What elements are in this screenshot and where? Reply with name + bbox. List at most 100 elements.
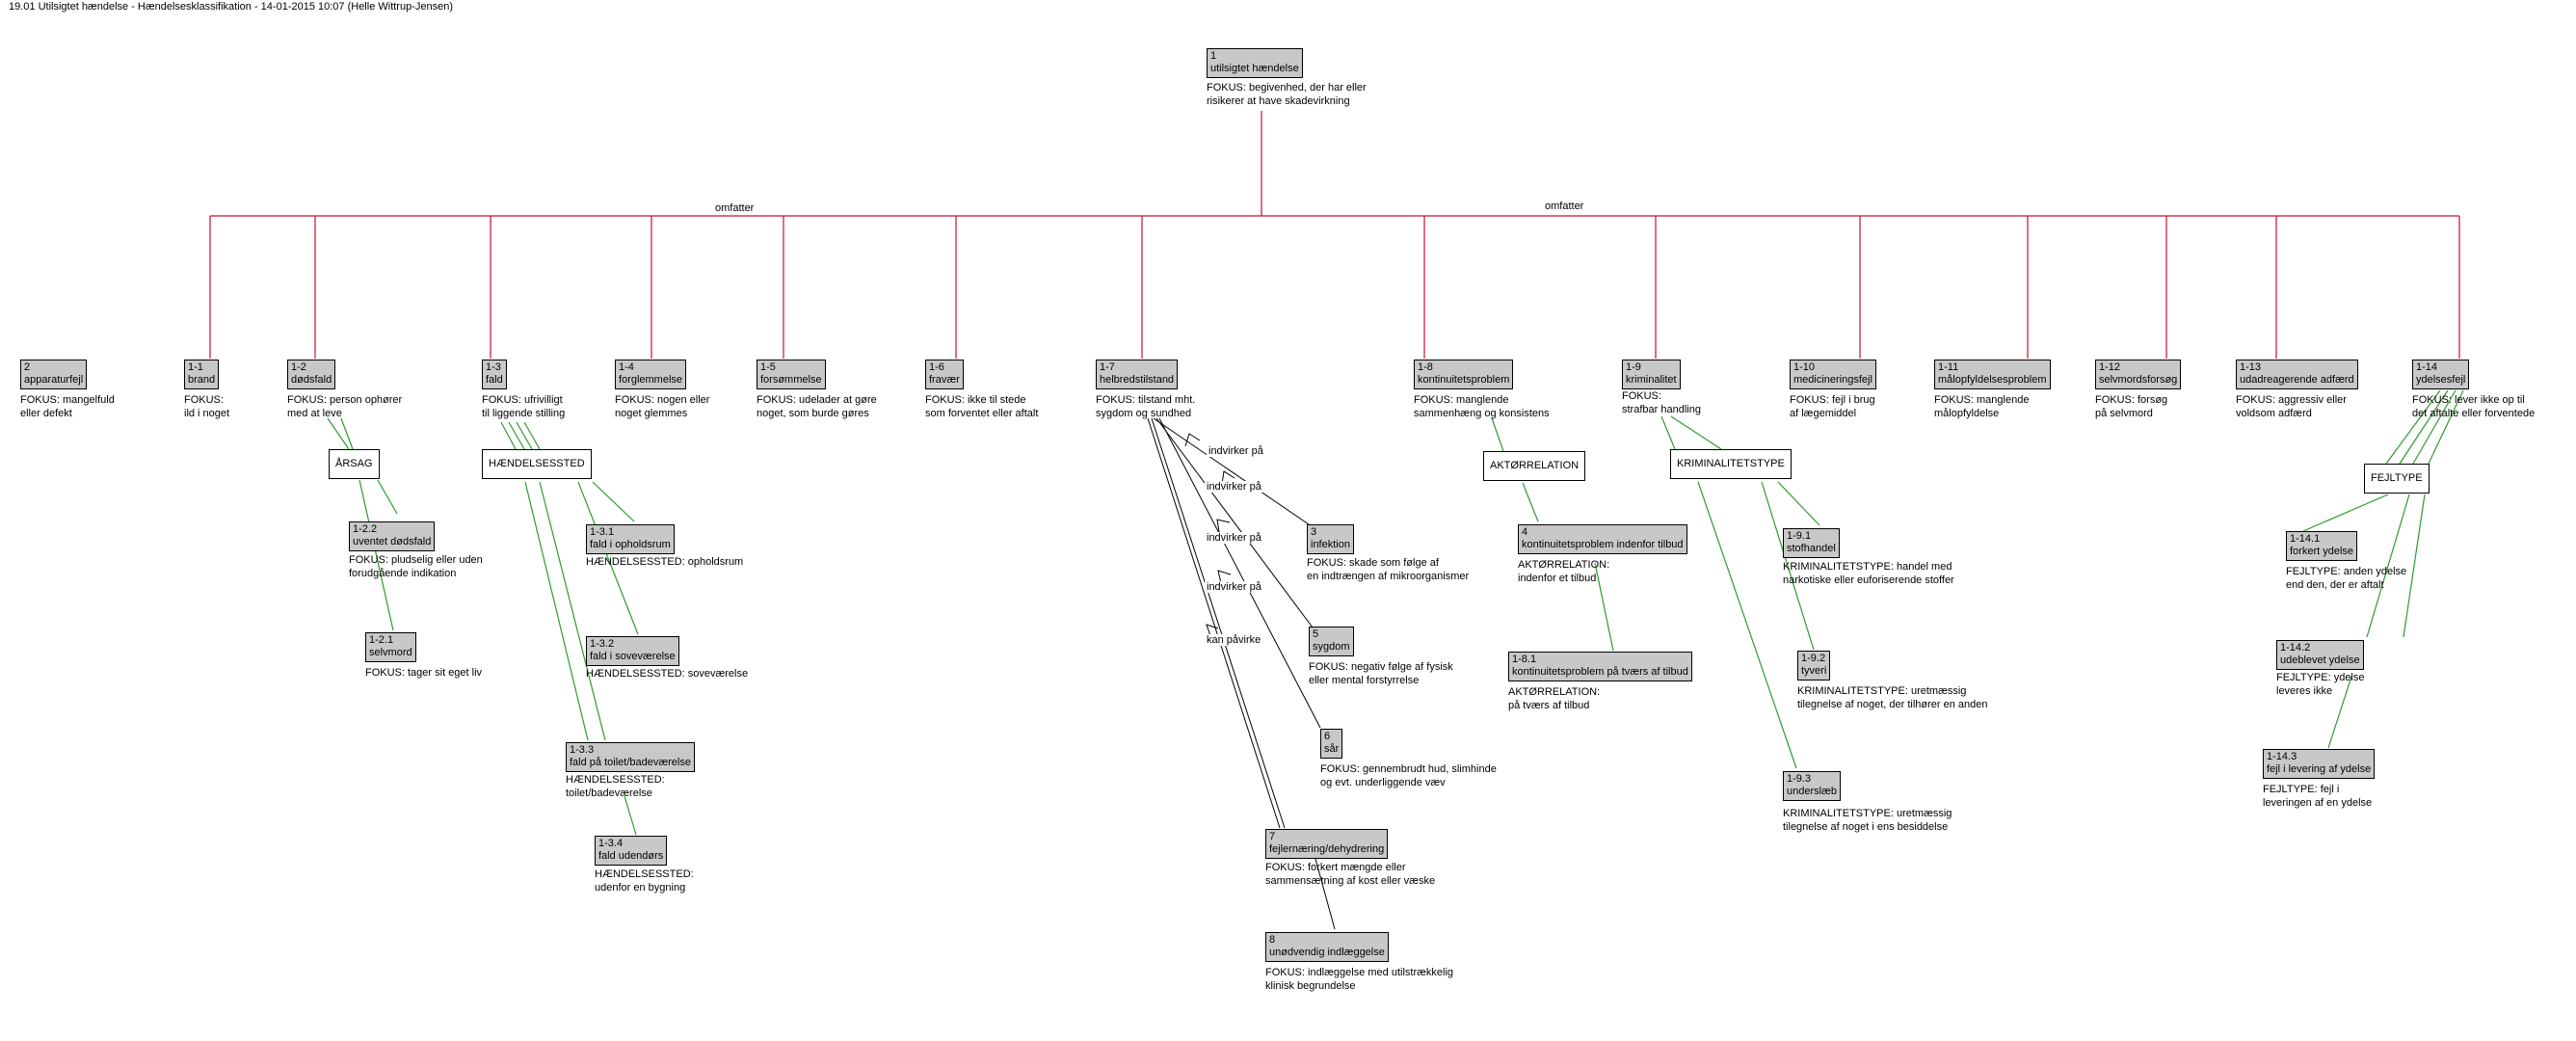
node-label: selvmordsforsøg	[2099, 374, 2178, 386]
relation-label-indvirker-3: indvirker på	[1205, 532, 1263, 544]
node-id: 1-9	[1626, 361, 1641, 373]
node-label: helbredstilstand	[1100, 374, 1175, 386]
node-desc: FOKUS: tilstand mht. sygdom og sundhed	[1096, 394, 1196, 419]
node-id: 1-9.1	[1787, 530, 1812, 542]
node-id: 1-6	[929, 361, 944, 373]
node-label: forglemmelse	[619, 374, 683, 386]
node-label: utilsigtet hændelse	[1210, 63, 1299, 74]
node-desc: AKTØRRELATION: på tværs af tilbud	[1508, 686, 1601, 711]
node-id: 1-10	[1793, 361, 1816, 373]
node-label: dødsfald	[291, 374, 332, 386]
category-kriminalitetstype[interactable]: KRIMINALITETSTYPE	[1670, 449, 1792, 479]
node-id: 2	[24, 361, 31, 373]
node-label: udadreagerende adfærd	[2240, 374, 2354, 386]
node-label: kontinuitetsproblem på tværs af tilbud	[1512, 666, 1688, 678]
hierarchy-connectors	[209, 111, 2460, 359]
node-desc: FOKUS: strafbar handling	[1622, 390, 1701, 415]
omfatter-label-right: omfatter	[1545, 200, 1584, 212]
node-label: kriminalitet	[1626, 374, 1677, 386]
node-label: kontinuitetsproblem indenfor tilbud	[1522, 539, 1684, 550]
node-id: 1	[1210, 50, 1217, 62]
node-label: uventet dødsfald	[353, 536, 432, 547]
node-label: fald i soveværelse	[590, 651, 676, 662]
node-label: underslæb	[1787, 786, 1837, 797]
category-fejltype[interactable]: FEJLTYPE	[2364, 464, 2430, 494]
node-id: 6	[1324, 731, 1331, 742]
node-desc: HÆNDELSESSTED: udenfor en bygning	[595, 868, 694, 894]
node-label: forsømmelse	[760, 374, 822, 386]
node-label: forkert ydelse	[2290, 546, 2354, 557]
node-label: brand	[188, 374, 216, 386]
node-desc: FOKUS: lever ikke op til det aftalte ell…	[2412, 394, 2536, 419]
node-id: 1-7	[1100, 361, 1115, 373]
category-aktorrelation[interactable]: AKTØRRELATION	[1483, 451, 1586, 481]
node-label: målopfyldelsesproblem	[1938, 374, 2047, 386]
node-desc: FOKUS: begivenhed, der har eller risiker…	[1207, 82, 1367, 107]
node-label: fejlernæring/dehydrering	[1269, 843, 1385, 855]
node-label: kontinuitetsproblem	[1418, 374, 1510, 386]
node-desc: FOKUS: person ophører med at leve	[287, 394, 403, 419]
node-id: 1-3.2	[590, 638, 615, 650]
relation-connectors	[1147, 417, 1336, 930]
category-haendelsessted[interactable]: HÆNDELSESSTED	[482, 449, 592, 479]
node-desc: HÆNDELSESSTED: soveværelse	[586, 668, 749, 680]
node-desc: HÆNDELSESSTED: opholdsrum	[586, 556, 744, 568]
node-id: 1-8	[1418, 361, 1433, 373]
node-desc: FOKUS: mangelfuld eller defekt	[20, 394, 115, 419]
node-desc: FOKUS: skade som følge af en indtrængen …	[1307, 557, 1470, 582]
node-id: 1-12	[2099, 361, 2121, 373]
node-id: 4	[1522, 526, 1528, 538]
diagram-title: 19.01 Utilsigtet hændelse - Hændelseskla…	[9, 1, 454, 13]
node-label: sår	[1324, 743, 1340, 755]
omfatter-label-left: omfatter	[715, 202, 755, 214]
node-label: tyveri	[1801, 665, 1827, 677]
node-desc: AKTØRRELATION: indenfor et tilbud	[1518, 559, 1610, 584]
node-desc: FEJLTYPE: anden ydelse end den, der er a…	[2286, 566, 2407, 591]
node-desc: FOKUS: nogen eller noget glemmes	[615, 394, 710, 419]
node-desc: FOKUS: forkert mængde eller sammensætnin…	[1265, 862, 1436, 887]
node-label: unødvendig indlæggelse	[1269, 947, 1385, 958]
node-desc: FEJLTYPE: ydelse leveres ikke	[2276, 672, 2365, 697]
node-label: fald udendørs	[598, 850, 664, 862]
node-id: 1-11	[1938, 361, 1959, 373]
relation-label-indvirker-4: indvirker på	[1205, 581, 1263, 593]
node-id: 1-14.2	[2280, 642, 2311, 654]
node-id: 1-14.3	[2267, 751, 2297, 762]
category-arsag[interactable]: ÅRSAG	[329, 449, 380, 479]
